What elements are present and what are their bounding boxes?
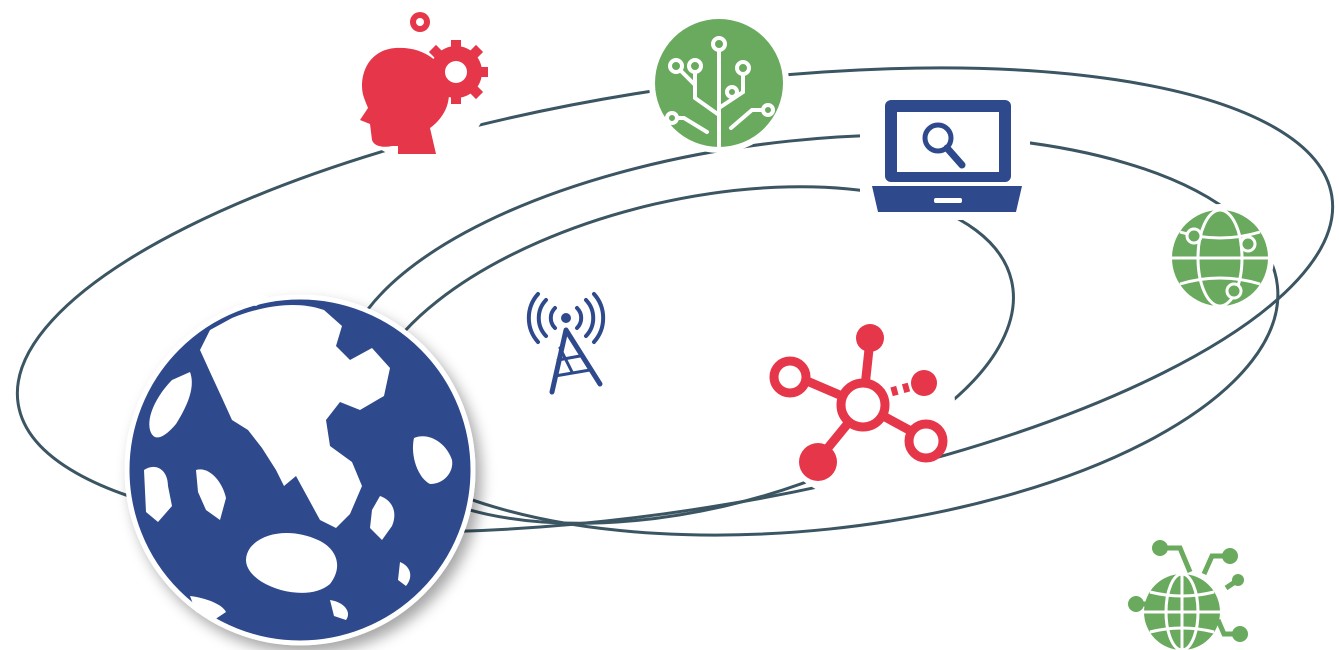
laptop-search-icon	[872, 100, 1022, 212]
globe-circuit-icon	[1128, 540, 1248, 650]
orbit-outer	[15, 66, 1335, 534]
head-gears-icon	[360, 12, 488, 154]
earth-globe-icon	[124, 293, 476, 646]
circuit-tree-icon	[655, 19, 783, 148]
hub-network-dots	[799, 324, 937, 481]
hub-network-icon	[769, 339, 948, 463]
orbits	[15, 66, 1335, 537]
earth-landmasses	[144, 293, 453, 620]
radio-tower-icon	[526, 292, 606, 395]
icon-backdrops	[346, 13, 1274, 500]
network-globe-icon	[1172, 208, 1268, 308]
